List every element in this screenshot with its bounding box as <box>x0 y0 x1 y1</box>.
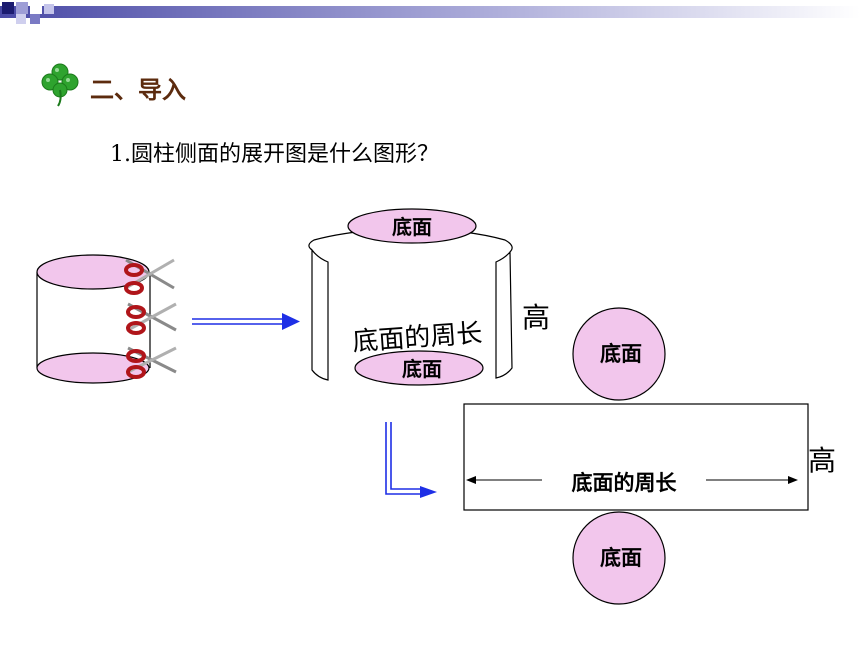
unrolled-rectangle <box>463 403 809 511</box>
label-height-curved: 高 <box>522 301 550 334</box>
unroll-bottom-base <box>354 350 484 386</box>
cylinder-bottom-base <box>36 352 150 384</box>
section-heading: 二、导入 <box>90 76 186 104</box>
question-text: 1.圆柱侧面的展开图是什么图形？ <box>110 142 439 167</box>
circle-base-bottom <box>572 511 666 605</box>
top-banner <box>0 2 860 24</box>
label-circle-bottom: 底面 <box>600 546 642 570</box>
scissors-icon <box>126 302 177 335</box>
label-circle-top: 底面 <box>600 342 642 366</box>
unroll-top-base <box>347 208 477 244</box>
down-right-arrow <box>385 422 437 498</box>
scissors-icon <box>124 258 175 295</box>
label-base-bottom: 底面 <box>402 357 442 381</box>
label-base-top: 底面 <box>392 215 432 239</box>
label-curved-circumference: 底面的周长 <box>352 319 484 358</box>
label-rect-circumference: 底面的周长 <box>572 471 678 495</box>
circle-base-top <box>572 307 666 401</box>
opening-cylinder: 底面 底面 底面的周长 <box>308 208 513 386</box>
label-height-rect: 高 <box>808 444 836 477</box>
right-arrow <box>192 313 300 330</box>
clover-icon <box>41 63 79 107</box>
circumference-arrow <box>466 476 798 484</box>
scissors-icon <box>126 346 177 379</box>
